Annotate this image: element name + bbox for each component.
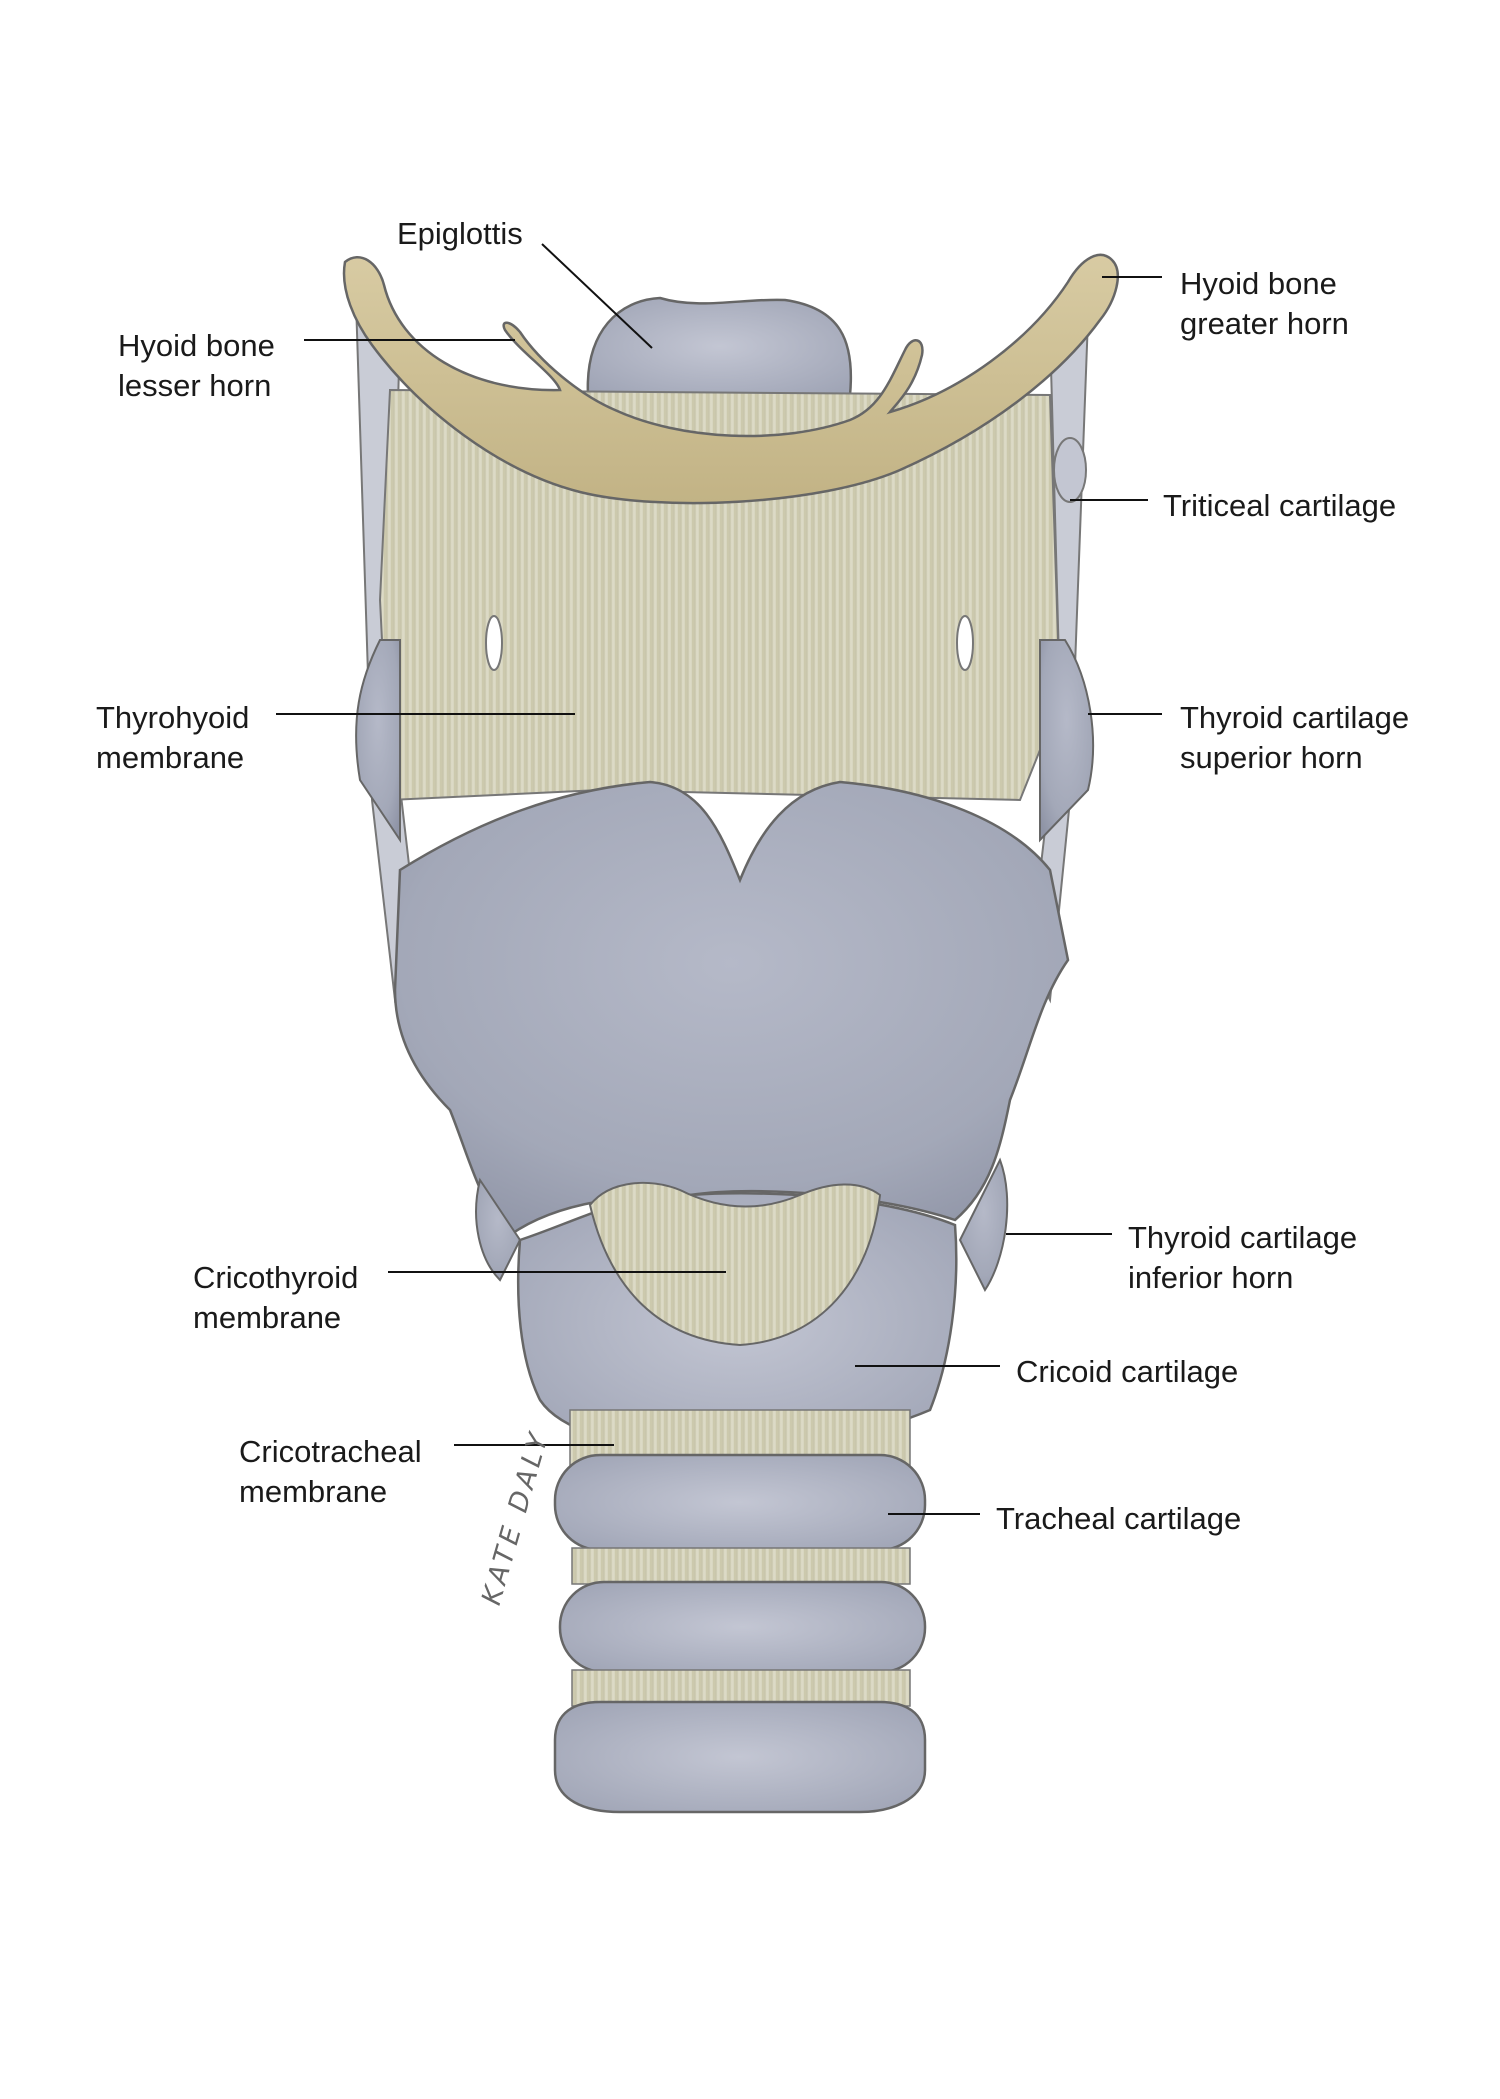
thyroid-cartilage-shape [393, 780, 1070, 1237]
label-tracheal-cartilage: Tracheal cartilage [996, 1501, 1242, 1536]
tracheal-membrane-1 [571, 1547, 911, 1585]
cricothyroid-membrane-shape [588, 1181, 882, 1347]
right-inferior-horn [958, 1157, 1009, 1292]
right-foramen [956, 615, 974, 671]
label-triticeal-cartilage: Triticeal cartilage [1163, 488, 1397, 523]
left-foramen [485, 615, 503, 671]
label-cricothyroid-membrane: Cricothyroid membrane [193, 1260, 359, 1335]
tracheal-ring-2 [558, 1580, 927, 1674]
label-epiglottis: Epiglottis [397, 216, 523, 251]
label-hyoid-greater-horn: Hyoid bone greater horn [1180, 266, 1349, 341]
label-thyrohyoid-membrane: Thyrohyoid membrane [96, 700, 250, 775]
label-hyoid-lesser-horn: Hyoid bone lesser horn [118, 328, 275, 403]
label-thyroid-superior-horn: Thyroid cartilage superior horn [1180, 700, 1410, 775]
epiglottis-shape [586, 296, 853, 397]
leader-lines [276, 243, 1162, 1515]
label-thyroid-inferior-horn: Thyroid cartilage inferior horn [1128, 1220, 1358, 1295]
label-cricoid-cartilage: Cricoid cartilage [1016, 1354, 1239, 1389]
triticeal-cartilage-shape [1053, 437, 1087, 503]
leader-epiglottis [541, 243, 653, 349]
left-inferior-horn [475, 1177, 522, 1282]
tracheal-ring-3 [553, 1700, 927, 1814]
tracheal-ring-1 [553, 1453, 927, 1552]
hyoid-bone-shape [342, 253, 1120, 505]
left-superior-horn [355, 639, 401, 844]
right-superior-horn [1039, 639, 1095, 843]
tracheal-membrane-2 [571, 1669, 911, 1707]
label-cricotracheal-membrane: Cricotracheal membrane [239, 1434, 422, 1509]
